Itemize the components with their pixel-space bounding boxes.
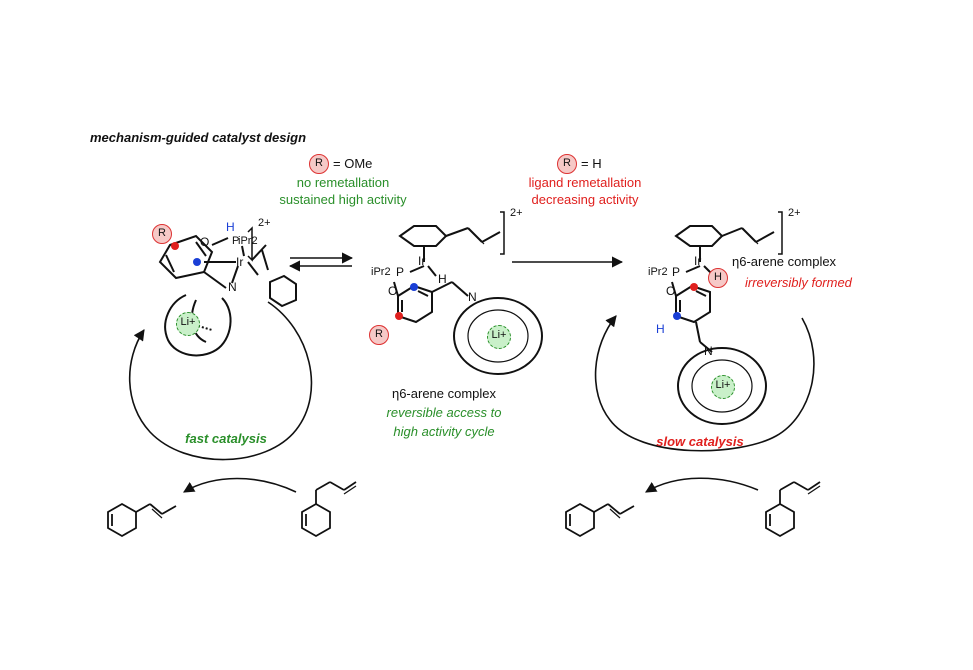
- left-catalyst-complex: [158, 234, 297, 357]
- right-bracket: [778, 211, 783, 255]
- right-r-value: = H: [581, 156, 602, 171]
- equilibrium-arrows: [288, 252, 354, 272]
- right-h-chip: H: [708, 268, 728, 288]
- right-p-label: P: [672, 265, 681, 279]
- product-trans-propenylbenzene-right: [565, 502, 635, 538]
- middle-h-label: H: [438, 272, 447, 286]
- middle-p-label: P: [396, 265, 405, 279]
- middle-ir-label: Ir: [418, 254, 426, 268]
- left-bracket: [247, 226, 253, 262]
- middle-ipr2-label: iPr2: [371, 266, 391, 278]
- r-chip-left-complex: R: [152, 224, 172, 244]
- li-ion-right: Li+: [711, 375, 735, 399]
- left-cycle-arrow: [128, 301, 313, 461]
- r-chip-left: R: [309, 154, 329, 174]
- right-o-label: O: [666, 284, 676, 298]
- right-h-label: H: [656, 322, 665, 336]
- red-dot-middle: [395, 312, 403, 320]
- li-ion-left: Li+: [176, 312, 200, 336]
- left-condition-line2: sustained high activity: [279, 192, 407, 207]
- right-output-arrow: [645, 477, 759, 493]
- scheme-title: mechanism-guided catalyst design: [90, 130, 307, 145]
- substrate-allylbenzene-left: [301, 481, 357, 538]
- left-condition-line1: no remetallation: [296, 175, 390, 190]
- right-condition-line1: ligand remetallation: [528, 175, 642, 190]
- left-o-label: O: [200, 235, 210, 249]
- slow-catalysis-label: slow catalysis: [656, 434, 744, 449]
- left-charge: 2+: [258, 217, 271, 229]
- left-ir-label: Ir: [236, 255, 244, 269]
- right-complex-line2: irreversibly formed: [745, 275, 852, 290]
- fast-catalysis-label: fast catalysis: [185, 431, 267, 446]
- left-r-value: = OMe: [333, 156, 373, 171]
- left-n-label: N: [228, 280, 237, 294]
- right-charge: 2+: [788, 207, 801, 219]
- middle-charge: 2+: [510, 207, 523, 219]
- blue-dot-middle: [410, 283, 418, 291]
- middle-complex-line3: high activity cycle: [393, 424, 495, 439]
- left-h-label: H: [226, 220, 235, 234]
- product-trans-propenylbenzene-left: [107, 502, 177, 538]
- left-ipr2-label: iPr2: [238, 235, 258, 247]
- red-dot-right: [690, 283, 698, 291]
- right-ipr2-label: iPr2: [648, 266, 668, 278]
- middle-complex-line2: reversible access to: [386, 405, 502, 420]
- right-arene-complex: [671, 225, 775, 425]
- middle-bracket: [500, 211, 505, 255]
- right-condition-line2: decreasing activity: [531, 192, 639, 207]
- right-n-label: N: [704, 344, 713, 358]
- right-ir-label: Ir: [694, 254, 702, 268]
- right-cycle-arrow: [594, 315, 815, 452]
- r-chip-middle-complex: R: [369, 325, 389, 345]
- left-output-arrow: [183, 477, 297, 493]
- right-complex-line1: η6-arene complex: [732, 254, 837, 269]
- middle-n-label: N: [468, 290, 477, 304]
- middle-complex-line1: η6-arene complex: [391, 386, 497, 401]
- red-dot-left: [171, 242, 179, 250]
- r-chip-right: R: [557, 154, 577, 174]
- middle-o-label: O: [388, 284, 398, 298]
- blue-dot-right: [673, 312, 681, 320]
- left-p-label: P: [232, 235, 240, 247]
- blue-dot-left: [193, 258, 201, 266]
- substrate-allylbenzene-right: [765, 481, 821, 538]
- li-ion-middle: Li+: [487, 325, 511, 349]
